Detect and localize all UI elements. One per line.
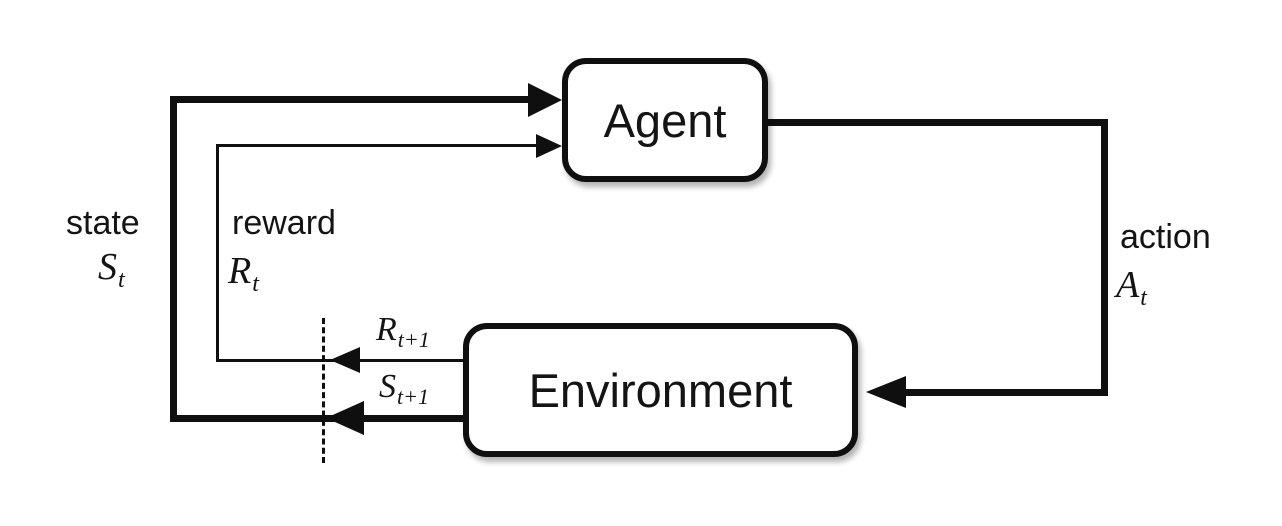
action-line-bottom	[898, 389, 1108, 396]
next-reward-symbol-subscript: t+1	[397, 327, 430, 352]
action-line-top	[768, 119, 1108, 126]
state-line-vertical	[170, 96, 177, 422]
reward-edge-label: reward	[232, 204, 336, 242]
next-reward-arrowhead	[330, 347, 360, 373]
reward-symbol-base: R	[228, 250, 252, 292]
environment-node: Environment	[463, 323, 858, 457]
state-line-bottom	[170, 415, 463, 422]
state-edge-label: state	[66, 204, 140, 242]
agent-node: Agent	[562, 58, 768, 182]
time-step-boundary-dashed-line	[322, 318, 325, 463]
reward-symbol: Rt	[228, 252, 259, 296]
next-reward-symbol-base: R	[376, 311, 397, 348]
action-symbol-subscript: t	[1140, 285, 1147, 311]
next-state-symbol-base: S	[379, 368, 396, 405]
state-symbol-base: S	[98, 246, 117, 288]
reward-line-top	[216, 144, 538, 147]
next-reward-symbol: Rt+1	[376, 313, 430, 351]
action-symbol-base: A	[1116, 264, 1140, 306]
action-edge-label: action	[1120, 218, 1211, 256]
state-symbol-subscript: t	[118, 267, 125, 293]
next-state-symbol: St+1	[379, 370, 429, 408]
reward-arrowhead-into-agent	[536, 134, 562, 158]
action-arrowhead-into-environment	[866, 376, 906, 408]
reward-symbol-subscript: t	[252, 271, 259, 297]
environment-label: Environment	[528, 363, 793, 417]
agent-label: Agent	[603, 93, 727, 147]
action-line-vertical	[1101, 119, 1108, 396]
next-state-symbol-subscript: t+1	[397, 384, 429, 409]
state-symbol: St	[98, 248, 125, 292]
reward-line-vertical	[216, 144, 219, 362]
next-state-arrowhead	[326, 401, 364, 435]
state-line-top	[170, 96, 538, 103]
state-arrowhead-into-agent	[528, 83, 562, 117]
action-symbol: At	[1116, 266, 1147, 310]
